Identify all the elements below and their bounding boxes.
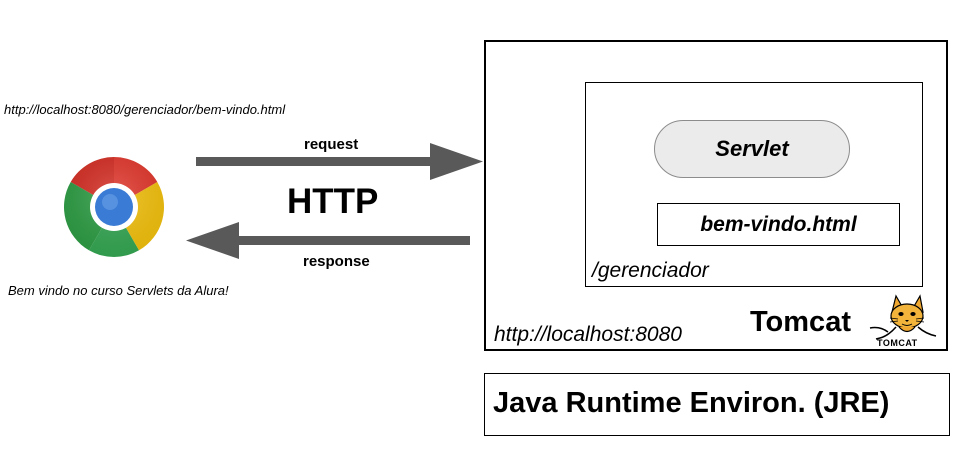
resource-label: bem-vindo.html [700, 212, 857, 236]
resource-node: bem-vindo.html [657, 203, 900, 246]
servlet-label: Servlet [715, 136, 789, 161]
http-arrows [186, 143, 483, 259]
jre-label: Java Runtime Environ. (JRE) [493, 387, 890, 419]
response-arrow [186, 222, 470, 259]
tomcat-label: Tomcat [750, 306, 851, 338]
server-url: http://localhost:8080 [494, 323, 682, 346]
chrome-icon [64, 157, 164, 257]
servlet-node: Servlet [654, 120, 850, 178]
jre-box [484, 373, 950, 436]
browser-url: http://localhost:8080/gerenciador/bem-vi… [4, 102, 286, 117]
request-label: request [304, 136, 359, 153]
application-box [585, 82, 923, 287]
tomcat-logo-text: TOMCAT [877, 338, 918, 348]
tomcat-cat-icon [869, 294, 937, 340]
http-label: HTTP [287, 182, 379, 221]
tomcat-server-box [484, 40, 948, 351]
context-path-label: /gerenciador [592, 259, 709, 282]
response-label: response [303, 253, 370, 270]
page-message: Bem vindo no curso Servlets da Alura! [8, 283, 229, 298]
request-arrow [196, 143, 483, 180]
